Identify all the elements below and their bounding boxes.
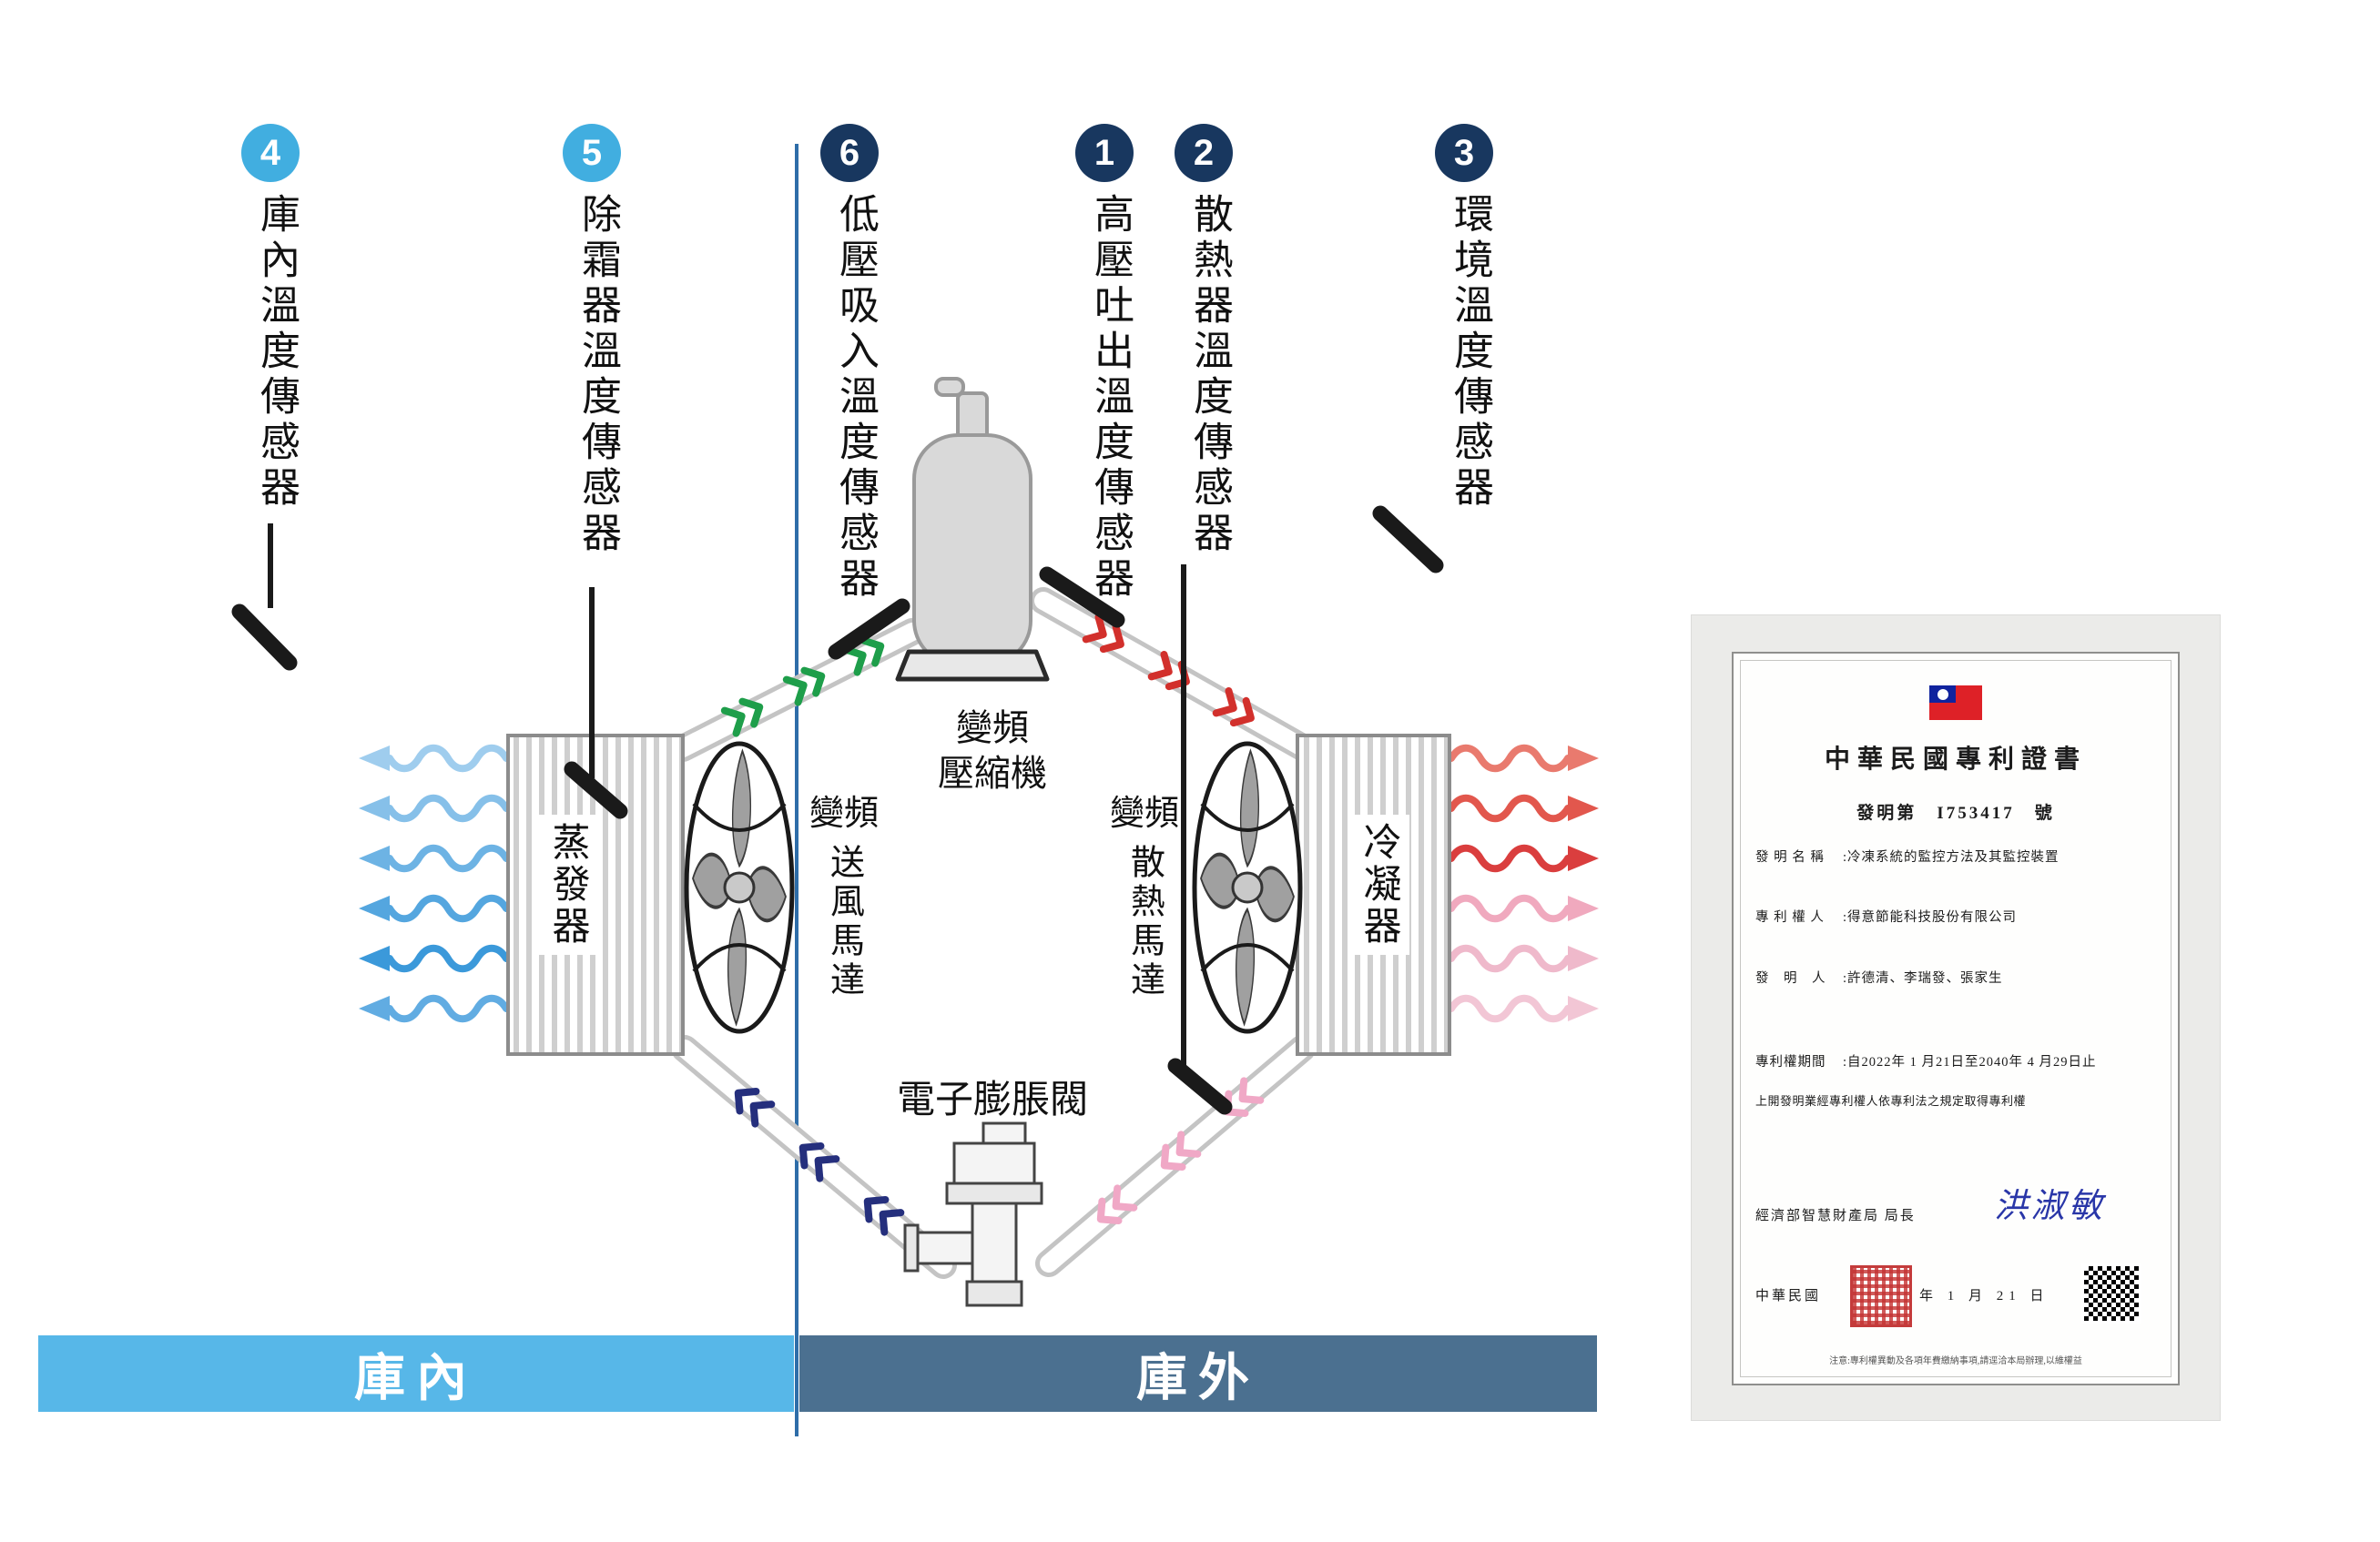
issuer-title: 經濟部智慧財產局 局長 [1755,1209,1916,1223]
field-invention-name: 發 明 名 稱:冷凍系統的監控方法及其監控裝置 [1755,850,2060,865]
sensor-badge-2: 2 [1175,124,1233,182]
sensor-label-5: 除霜器溫度傳感器 [575,193,620,557]
expansion-valve-label: 電子膨脹閥 [896,1078,1088,1121]
date-prefix: 中華民國 [1755,1289,1822,1304]
probe-1 [1039,566,1125,628]
certificate-paper: 中華民國專利證書 發明第 I753417 號 發 明 名 稱:冷凍系統的監控方法… [1732,652,2180,1385]
pipes [669,587,1317,1279]
field-patent-term: 專利權期間:自2022年 1 月21日至2040年 4 月29日止 [1755,1055,2097,1070]
field-patentee: 專 利 權 人:得意節能科技股份有限公司 [1755,910,2018,925]
sensor-badge-5: 5 [563,124,621,182]
sensor-label-1: 高壓吐出溫度傳感器 [1088,193,1133,603]
probe-2 [1167,1058,1233,1115]
sensor-label-3: 環境溫度傳感器 [1448,193,1492,512]
hot-air-arrows [1451,746,1599,1021]
evaporator-label: 蒸發器 [539,815,598,955]
sensor-badge-6: 6 [820,124,879,182]
sensor-badge-4: 4 [241,124,300,182]
zone-outside-label: 庫外 [1136,1348,1260,1406]
grant-statement: 上開發明業經專利權人依專利法之規定取得專利權 [1755,1094,2027,1108]
qr-code [2081,1263,2141,1324]
zone-inside-bar: 庫內 [38,1335,794,1412]
compressor [895,377,1050,682]
sensor-label-2: 散熱器溫度傳感器 [1187,193,1232,557]
sensor-leads [231,505,1444,1115]
zone-inside-label: 庫內 [354,1348,478,1406]
expansion-valve [903,1121,1043,1307]
cold-air-arrows [359,746,506,1021]
taiwan-flag-icon [1929,685,1982,720]
probe-6 [828,598,910,660]
zone-outside-bar: 庫外 [799,1335,1597,1412]
blower-fan [687,744,792,1031]
blower-motor-label: 變頻 送風馬達 [809,795,879,1000]
director-signature: 洪淑敏 [1994,1188,2106,1225]
refrigeration-cycle-diagram [231,144,1639,1436]
official-red-seal [1850,1265,1912,1327]
patent-certificate: 中華民國專利證書 發明第 I753417 號 發 明 名 稱:冷凍系統的監控方法… [1692,615,2220,1420]
patent-number: 發明第 I753417 號 [1856,804,2055,823]
certificate-footnote: 注意:專利權異動及各項年費繳納事項,請逕洽本局辦理,以維權益 [1829,1356,2082,1366]
field-inventors: 發 明 人:許德清、李瑞發、張家生 [1755,971,2003,986]
probe-4 [231,604,298,671]
sensor-badge-3: 3 [1435,124,1493,182]
certificate-title: 中華民國專利證書 [1824,746,2087,774]
probe-5 [564,761,628,819]
compressor-label: 變頻 壓縮機 [938,708,1047,794]
condenser-motor-label: 變頻 散熱馬達 [1109,795,1179,1000]
date-suffix: 年 1 月 21 日 [1919,1289,2049,1304]
condenser-label: 冷凝器 [1350,815,1409,955]
sensor-label-4: 庫內溫度傳感器 [254,193,299,512]
sensor-label-6: 低壓吸入溫度傳感器 [833,193,878,603]
sensor-badge-1: 1 [1075,124,1134,182]
condenser-fan [1195,744,1300,1031]
probe-3 [1372,505,1444,573]
